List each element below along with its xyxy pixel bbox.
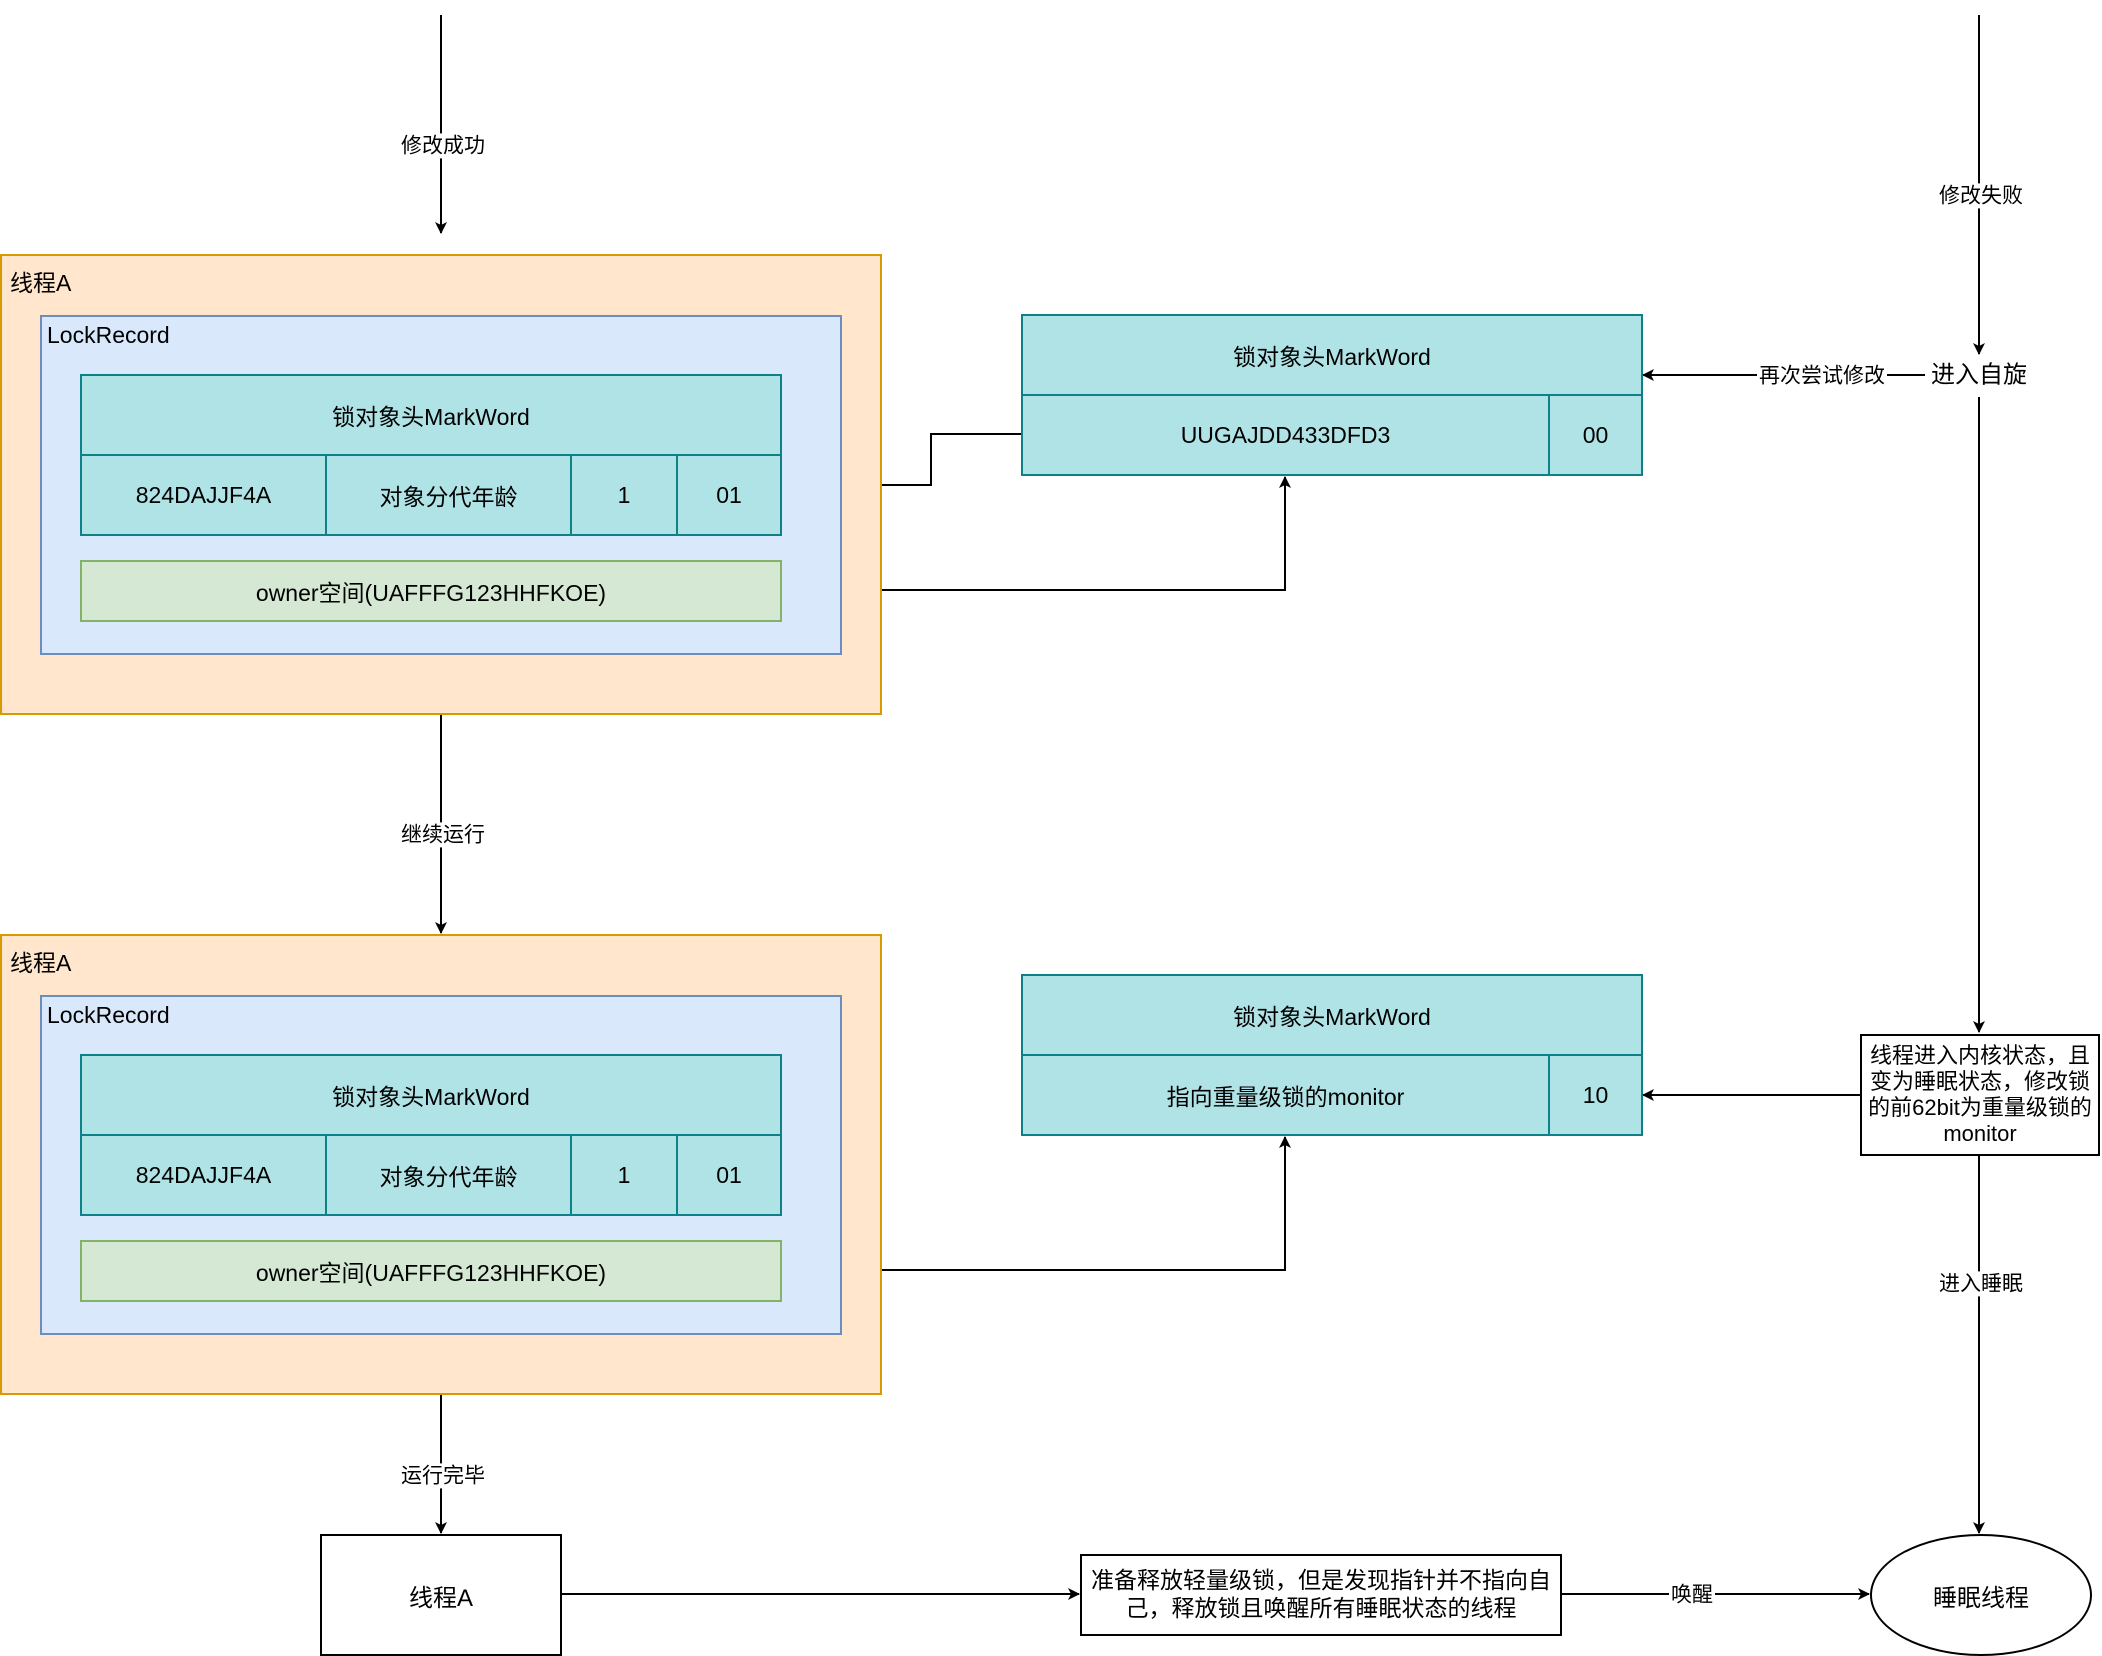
object-markword-value: 指向重量级锁的monitor <box>1021 1054 1550 1136</box>
edge-owner1-to-markword <box>781 476 1291 591</box>
edge-owner2-to-markword <box>781 1136 1291 1271</box>
kernel-state-note: 线程进入内核状态，且变为睡眠状态，修改锁的前62bit为重量级锁的monitor <box>1860 1034 2100 1156</box>
markword-lock-flag-cell: 01 <box>676 1134 782 1216</box>
markword-age-cell: 对象分代年龄 <box>325 454 572 536</box>
label-modify-success: 修改成功 <box>399 133 487 159</box>
lock-record-title: LockRecord <box>47 1002 170 1028</box>
object-markword-value: UUGAJDD433DFD3 <box>1021 394 1550 476</box>
label-run-complete: 运行完毕 <box>399 1463 487 1489</box>
owner-space: owner空间(UAFFFG123HHFKOE) <box>80 1240 782 1302</box>
thread-frame-title: 线程A <box>10 270 72 296</box>
markword-header: 锁对象头MarkWord <box>80 374 782 456</box>
label-wake-up: 唤醒 <box>1669 1582 1715 1608</box>
markword-age-cell: 对象分代年龄 <box>325 1134 572 1216</box>
markword-hash-cell: 824DAJJF4A <box>80 454 327 536</box>
markword-biased-cell: 1 <box>570 1134 678 1216</box>
markword-header: 锁对象头MarkWord <box>80 1054 782 1136</box>
object-markword-header: 锁对象头MarkWord <box>1021 314 1643 396</box>
label-enter-sleep: 进入睡眠 <box>1937 1271 2025 1297</box>
sleeping-thread-node: 睡眠线程 <box>1870 1534 2092 1656</box>
thread-frame-title: 线程A <box>10 950 72 976</box>
markword-biased-cell: 1 <box>570 454 678 536</box>
markword-lock-flag-cell: 01 <box>676 454 782 536</box>
thread-a-node: 线程A <box>320 1534 562 1656</box>
object-markword-header: 锁对象头MarkWord <box>1021 974 1643 1056</box>
label-continue-run: 继续运行 <box>399 822 487 848</box>
spin-node: 进入自旋 <box>1925 361 2033 391</box>
release-lock-note: 准备释放轻量级锁，但是发现指针并不指向自己，释放锁且唤醒所有睡眠状态的线程 <box>1080 1554 1562 1636</box>
label-retry-modify: 再次尝试修改 <box>1757 363 1887 389</box>
label-modify-fail: 修改失败 <box>1937 183 2025 209</box>
lock-record-title: LockRecord <box>47 322 170 348</box>
object-markword-flag: 00 <box>1548 394 1643 476</box>
markword-hash-cell: 824DAJJF4A <box>80 1134 327 1216</box>
owner-space: owner空间(UAFFFG123HHFKOE) <box>80 560 782 622</box>
edge-markword-to-lockrecord <box>842 433 1021 491</box>
object-markword-flag: 10 <box>1548 1054 1643 1136</box>
